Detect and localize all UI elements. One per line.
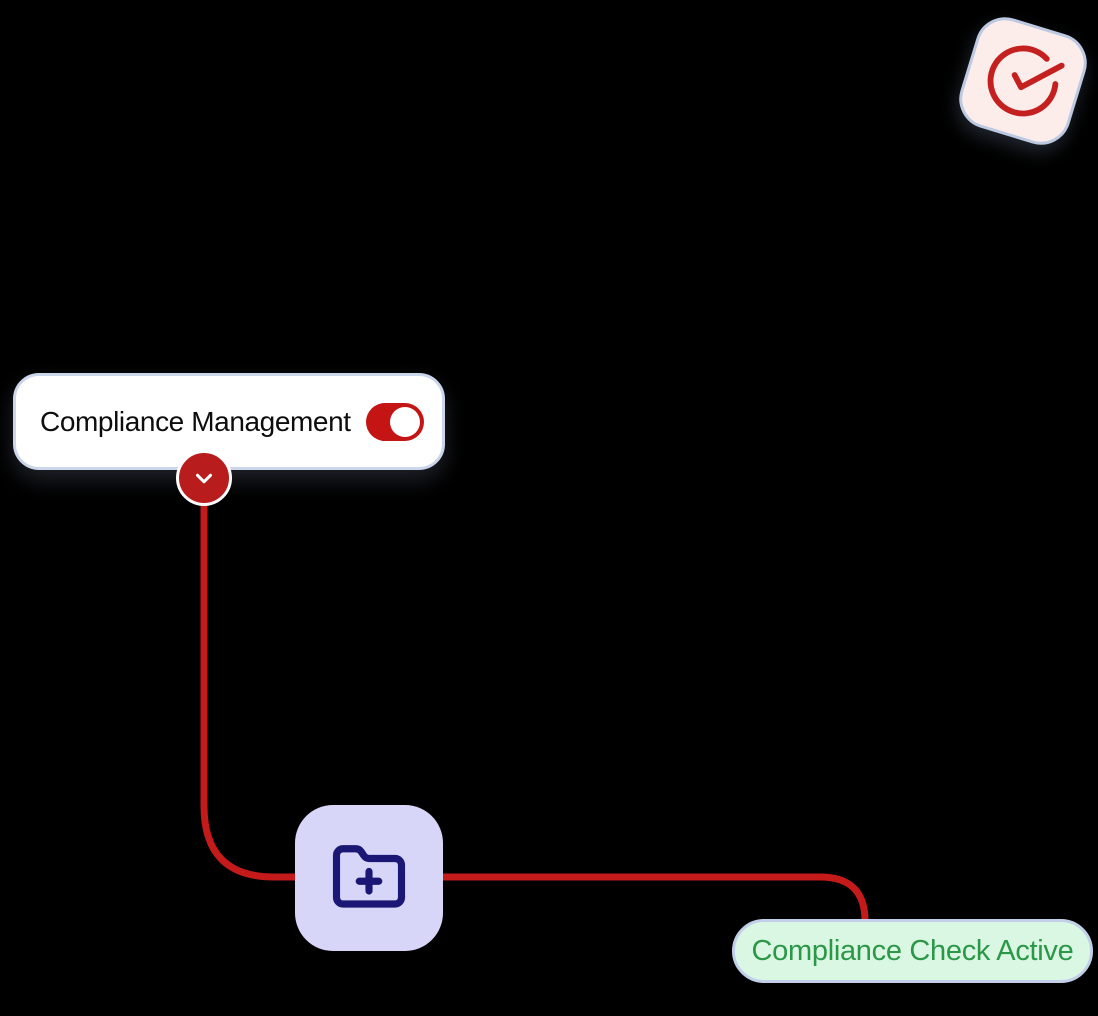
status-label: Compliance Check Active bbox=[751, 934, 1074, 967]
expand-chevron-button[interactable] bbox=[176, 450, 232, 506]
compliance-check-badge-tile bbox=[951, 9, 1095, 153]
toggle-knob bbox=[390, 406, 420, 437]
circle-check-icon bbox=[987, 45, 1065, 117]
compliance-management-card: Compliance Management bbox=[13, 373, 445, 470]
folder-plus-tile[interactable] bbox=[295, 805, 443, 951]
compliance-management-label: Compliance Management bbox=[40, 405, 351, 437]
chevron-down-icon bbox=[195, 473, 213, 484]
folder-plus-icon bbox=[332, 845, 406, 908]
compliance-toggle[interactable] bbox=[366, 402, 424, 441]
status-pill: Compliance Check Active bbox=[732, 919, 1093, 983]
